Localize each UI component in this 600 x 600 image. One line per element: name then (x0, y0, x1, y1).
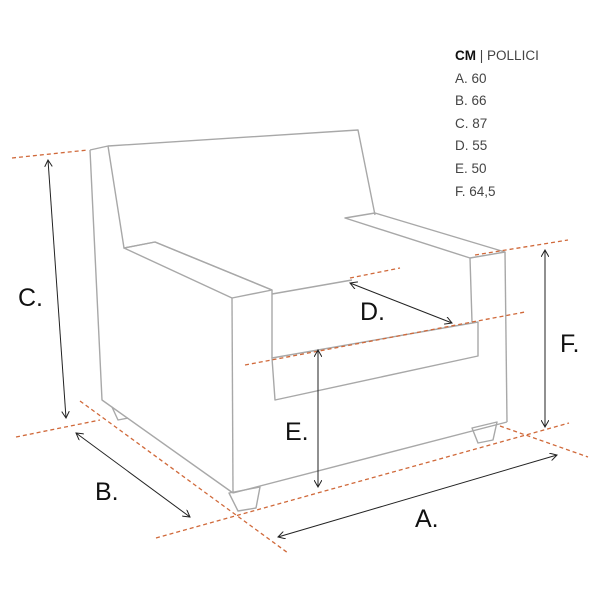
arrow-d (350, 283, 452, 323)
legend-item-c: C. 87 (455, 115, 488, 131)
dimensions-legend: CM | POLLICI A. 60 B. 66 C. 87 D. 55 E. … (455, 45, 539, 203)
armchair-outline (89, 129, 508, 512)
label-b: B. (95, 478, 119, 506)
legend-item-e: E. 50 (455, 160, 487, 176)
guide-lines (11, 149, 589, 554)
label-d: D. (360, 298, 385, 326)
label-e: E. (285, 418, 309, 446)
label-c: C. (18, 284, 43, 312)
legend-header: CM | POLLICI (455, 48, 539, 63)
legend-item-f: F. 64,5 (455, 183, 496, 199)
label-f: F. (560, 330, 580, 358)
arrow-b (76, 433, 190, 517)
legend-item-b: B. 66 (455, 93, 487, 109)
legend-item-a: A. 60 (455, 70, 487, 86)
label-a: A. (415, 505, 439, 533)
arrow-a (278, 455, 557, 537)
legend-item-d: D. 55 (455, 138, 488, 154)
dimension-arrows (48, 160, 557, 537)
arrow-c (48, 160, 66, 418)
